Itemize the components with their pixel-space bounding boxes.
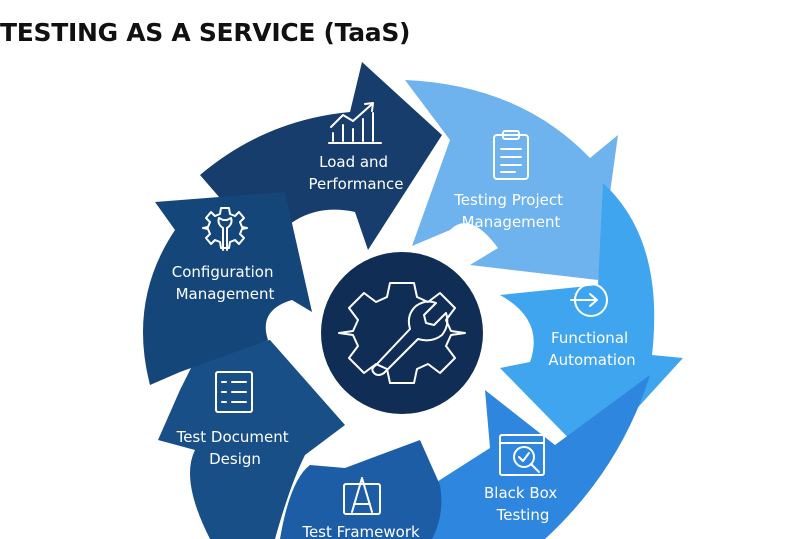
label-test-framework: Test Framework [301,523,420,539]
login-arrow-icon [570,283,608,317]
blueprint-icon [343,477,381,515]
label-test-document-design: Test Document Design [176,428,294,468]
browser-search-icon [499,434,545,476]
hub-circle [321,252,483,414]
page-title: TESTING AS A SERVICE (TaaS) [0,18,411,47]
clipboard-icon [493,130,529,180]
gear-wrench-icon [202,207,248,251]
chart-growth-icon [328,102,382,144]
segment-test-document-design [158,340,345,539]
hub-gear-wrench-icon [338,282,466,384]
segment-test-framework [280,440,442,539]
label-configuration-management: Configuration Management [172,263,279,303]
segment-configuration-management [142,192,312,385]
label-functional-automation: Functional Automation [548,329,635,369]
checklist-icon [215,371,253,413]
label-black-box-testing: Black Box Testing [484,484,562,524]
label-load-and-performance: Load and Performance [308,153,403,193]
segment-black-box-testing [430,375,650,539]
label-testing-project-management: Testing Project Management [453,191,568,231]
